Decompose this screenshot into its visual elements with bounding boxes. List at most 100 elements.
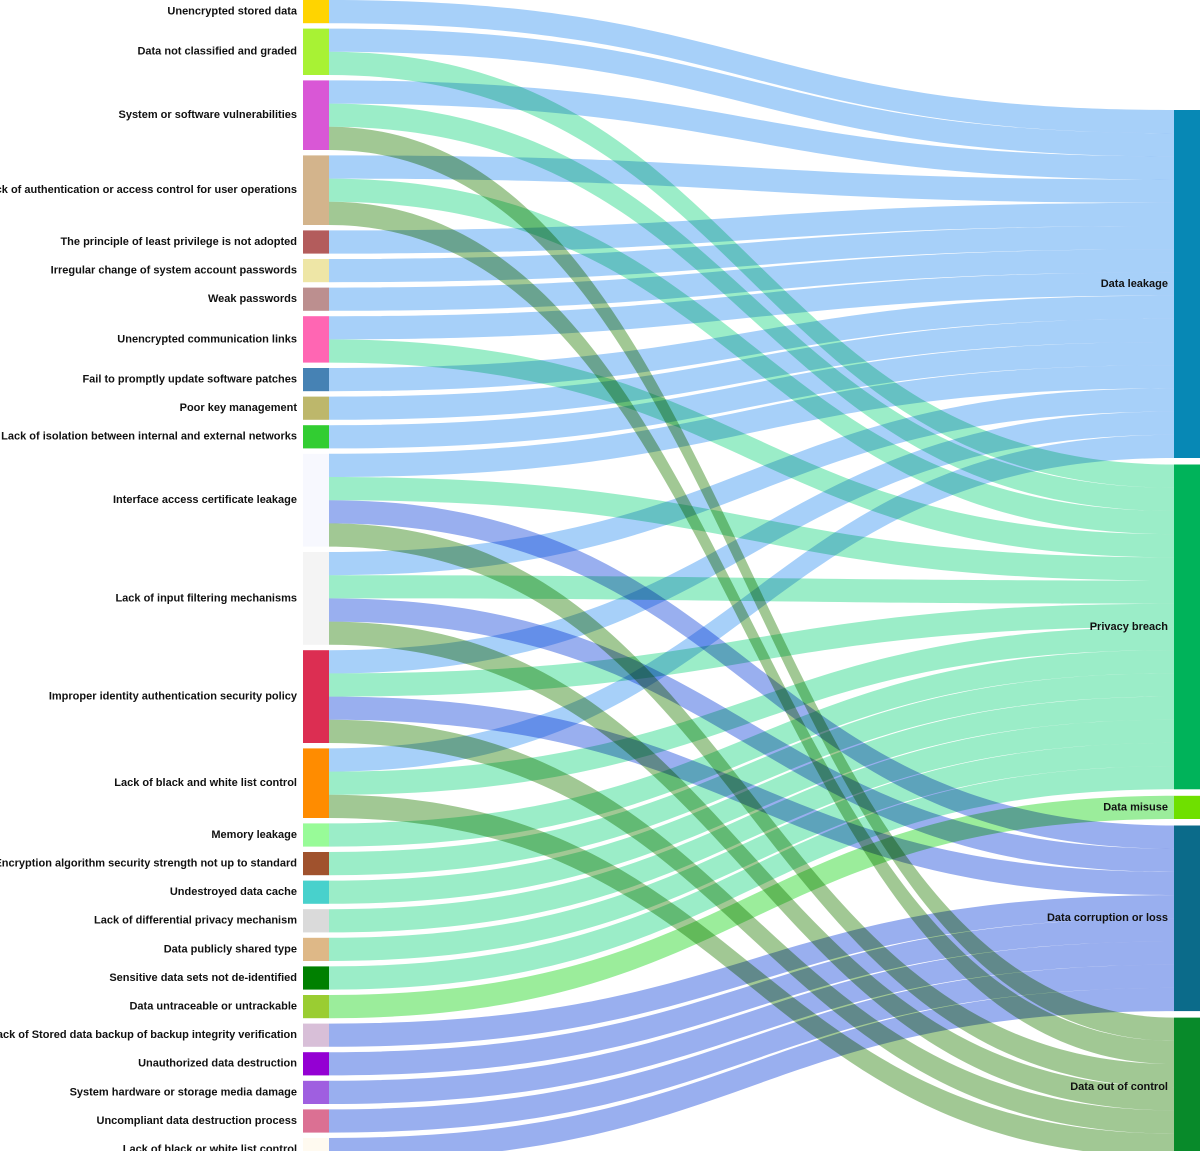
link-system-or-software-vulnerabilities-to-leak xyxy=(329,80,1174,180)
source-node-lack-of-differential-privacy-mechanism xyxy=(303,909,329,933)
link-data-publicly-shared-type-to-privacy xyxy=(329,742,1174,961)
source-node-encryption-algorithm-security-strength-not-up-to-standard xyxy=(303,852,329,876)
link-encryption-algorithm-security-strength-not-up-to-standard-to-privacy xyxy=(329,673,1174,876)
source-label-poor-key-management: Poor key management xyxy=(180,402,298,414)
link-memory-leakage-to-privacy xyxy=(329,650,1174,847)
source-label-lack-of-isolation-between-internal-and-external-networks: Lack of isolation between internal and e… xyxy=(1,431,297,443)
source-node-improper-identity-authentication-security-policy xyxy=(303,650,329,743)
source-node-fail-to-promptly-update-software-patches xyxy=(303,368,329,392)
link-lack-of-isolation-between-internal-and-external-networks-to-leak xyxy=(329,342,1174,449)
source-node-uncompliant-data-destruction-process xyxy=(303,1109,329,1133)
link-unencrypted-stored-data-to-leak xyxy=(329,0,1174,134)
target-label-data-out-of-control: Data out of control xyxy=(1070,1081,1168,1093)
target-label-privacy-breach: Privacy breach xyxy=(1090,621,1169,633)
source-node-lack-of-authentication-or-access-control-for-user-operations xyxy=(303,155,329,225)
link-uncompliant-data-destruction-process-to-corruption xyxy=(329,964,1174,1133)
link-lack-of-differential-privacy-mechanism-to-privacy xyxy=(329,719,1174,933)
source-node-lack-of-input-filtering-mechanisms xyxy=(303,552,329,645)
source-label-sensitive-data-sets-not-de-identified: Sensitive data sets not de-identified xyxy=(109,972,297,984)
source-node-unauthorized-data-destruction xyxy=(303,1052,329,1076)
link-lack-of-stored-data-backup-of-backup-integrity-verification-to-corruption xyxy=(329,895,1174,1047)
source-label-data-not-classified-and-graded: Data not classified and graded xyxy=(137,46,297,58)
source-label-lack-of-stored-data-backup-of-backup-integrity-verification: Lack of Stored data backup of backup int… xyxy=(0,1029,297,1041)
link-improper-identity-authentication-security-policy-to-privacy xyxy=(329,603,1174,697)
source-label-interface-access-certificate-leakage: Interface access certificate leakage xyxy=(113,494,297,506)
source-node-lack-of-black-and-white-list-control xyxy=(303,748,329,818)
source-label-unencrypted-stored-data: Unencrypted stored data xyxy=(167,6,297,18)
target-node-data-out-of-control xyxy=(1174,1017,1200,1151)
link-lack-of-black-and-white-list-control-to-privacy xyxy=(329,626,1174,795)
source-label-uncompliant-data-destruction-process: Uncompliant data destruction process xyxy=(97,1115,297,1127)
source-label-system-hardware-or-storage-media-damage: System hardware or storage media damage xyxy=(70,1086,297,1098)
link-unencrypted-communication-links-to-privacy xyxy=(329,339,1174,558)
link-interface-access-certificate-leakage-to-corruption xyxy=(329,500,1174,849)
source-node-system-or-software-vulnerabilities xyxy=(303,80,329,150)
link-unencrypted-communication-links-to-leak xyxy=(329,272,1174,340)
link-data-not-classified-and-graded-to-leak xyxy=(329,28,1174,157)
source-label-unauthorized-data-destruction: Unauthorized data destruction xyxy=(138,1058,297,1070)
target-node-data-misuse xyxy=(1174,795,1200,819)
link-lack-of-authentication-or-access-control-for-user-operations-to-outofcontrol xyxy=(329,201,1174,1065)
link-irregular-change-of-system-account-passwords-to-leak xyxy=(329,226,1174,283)
sankey-links xyxy=(329,0,1174,1151)
link-interface-access-certificate-leakage-to-privacy xyxy=(329,477,1174,581)
source-node-undestroyed-data-cache xyxy=(303,880,329,904)
link-lack-of-authentication-or-access-control-for-user-operations-to-leak xyxy=(329,155,1174,203)
target-label-data-corruption-or-loss: Data corruption or loss xyxy=(1047,912,1168,924)
source-label-memory-leakage: Memory leakage xyxy=(211,829,297,841)
source-label-lack-of-differential-privacy-mechanism: Lack of differential privacy mechanism xyxy=(94,915,297,927)
link-lack-of-input-filtering-mechanisms-to-corruption xyxy=(329,598,1174,872)
source-node-lack-of-black-or-white-list-control xyxy=(303,1138,329,1151)
link-lack-of-authentication-or-access-control-for-user-operations-to-privacy xyxy=(329,178,1174,535)
source-node-data-publicly-shared-type xyxy=(303,937,329,961)
link-lack-of-input-filtering-mechanisms-to-outofcontrol xyxy=(329,621,1174,1111)
link-lack-of-black-and-white-list-control-to-leak xyxy=(329,434,1174,772)
link-improper-identity-authentication-security-policy-to-leak xyxy=(329,411,1174,674)
link-lack-of-input-filtering-mechanisms-to-leak xyxy=(329,388,1174,576)
target-node-data-leakage xyxy=(1174,110,1200,458)
source-label-weak-passwords: Weak passwords xyxy=(208,293,297,305)
source-label-irregular-change-of-system-account-passwords: Irregular change of system account passw… xyxy=(51,265,297,277)
source-label-lack-of-authentication-or-access-control-for-user-operations: Lack of authentication or access control… xyxy=(0,184,297,196)
source-label-lack-of-black-and-white-list-control: Lack of black and white list control xyxy=(114,777,297,789)
link-poor-key-management-to-leak xyxy=(329,318,1174,420)
target-label-data-leakage: Data leakage xyxy=(1101,278,1168,290)
source-node-lack-of-stored-data-backup-of-backup-integrity-verification xyxy=(303,1023,329,1047)
source-label-improper-identity-authentication-security-policy: Improper identity authentication securit… xyxy=(49,691,298,703)
target-node-data-corruption-or-loss xyxy=(1174,825,1200,1012)
link-system-hardware-or-storage-media-damage-to-corruption xyxy=(329,941,1174,1104)
target-node-privacy-breach xyxy=(1174,464,1200,790)
link-weak-passwords-to-leak xyxy=(329,249,1174,311)
link-data-untraceable-or-untrackable-to-misuse xyxy=(329,795,1174,1019)
source-node-the-principle-of-least-privilege-is-not-adopted xyxy=(303,230,329,254)
source-node-poor-key-management xyxy=(303,396,329,420)
link-sensitive-data-sets-not-de-identified-to-privacy xyxy=(329,766,1174,990)
link-undestroyed-data-cache-to-privacy xyxy=(329,696,1174,904)
link-interface-access-certificate-leakage-to-leak xyxy=(329,365,1174,477)
link-fail-to-promptly-update-software-patches-to-leak xyxy=(329,295,1174,392)
source-node-irregular-change-of-system-account-passwords xyxy=(303,259,329,283)
link-the-principle-of-least-privilege-is-not-adopted-to-leak xyxy=(329,202,1174,254)
link-lack-of-input-filtering-mechanisms-to-privacy xyxy=(329,575,1174,604)
source-node-memory-leakage xyxy=(303,823,329,847)
source-label-encryption-algorithm-security-strength-not-up-to-standard: Encryption algorithm security strength n… xyxy=(0,858,297,870)
source-node-unencrypted-stored-data xyxy=(303,0,329,24)
source-node-unencrypted-communication-links xyxy=(303,316,329,363)
target-label-data-misuse: Data misuse xyxy=(1103,801,1168,813)
source-node-lack-of-isolation-between-internal-and-external-networks xyxy=(303,425,329,449)
sankey-nodes xyxy=(303,0,1200,1151)
source-node-sensitive-data-sets-not-de-identified xyxy=(303,966,329,990)
source-label-fail-to-promptly-update-software-patches: Fail to promptly update software patches xyxy=(82,374,297,386)
link-unauthorized-data-destruction-to-corruption xyxy=(329,918,1174,1076)
source-label-unencrypted-communication-links: Unencrypted communication links xyxy=(117,333,297,345)
source-node-weak-passwords xyxy=(303,287,329,311)
source-label-the-principle-of-least-privilege-is-not-adopted: The principle of least privilege is not … xyxy=(60,236,297,248)
source-node-data-untraceable-or-untrackable xyxy=(303,995,329,1019)
source-node-interface-access-certificate-leakage xyxy=(303,453,329,547)
source-node-data-not-classified-and-graded xyxy=(303,28,329,76)
source-label-system-or-software-vulnerabilities: System or software vulnerabilities xyxy=(118,109,297,121)
source-label-lack-of-black-or-white-list-control: Lack of black or white list control xyxy=(123,1144,297,1151)
source-label-undestroyed-data-cache: Undestroyed data cache xyxy=(170,886,297,898)
